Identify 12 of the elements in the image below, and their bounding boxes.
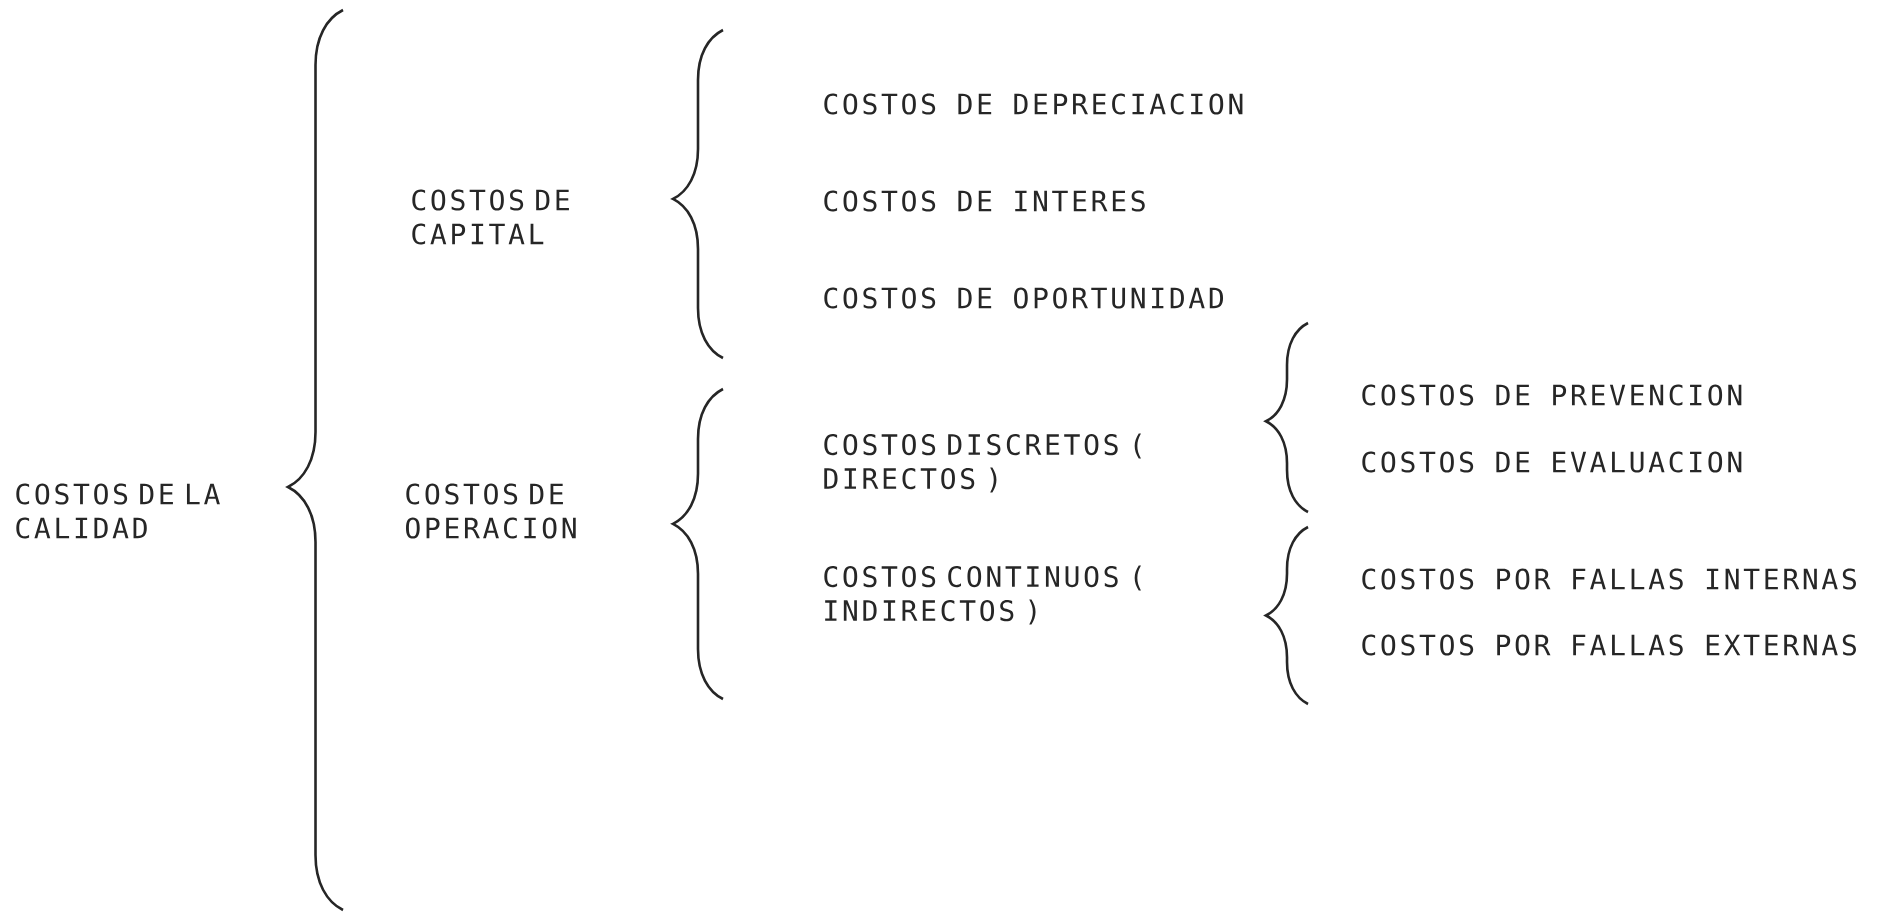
category-label: COSTOS DE OPERACION xyxy=(406,483,576,539)
category-label: COSTOS DE CAPITAL xyxy=(412,189,569,245)
category-label: COSTOS POR FALLAS EXTERNAS xyxy=(1362,634,1856,656)
category-label: COSTOS DE INTERES xyxy=(824,190,1145,212)
category-label: COSTOS CONTINUOS ( INDIRECTOS ) xyxy=(824,565,1141,625)
category-label: COSTOS DE EVALUACION xyxy=(1362,451,1742,473)
category-label: COSTOS DE DEPRECIACION xyxy=(824,93,1243,115)
category-label: COSTOS DE OPORTUNIDAD xyxy=(824,287,1224,309)
category-label: COSTOS DE PREVENCION xyxy=(1362,384,1742,406)
category-label: COSTOS DISCRETOS ( DIRECTOS ) xyxy=(824,433,1141,493)
category-label: COSTOS DE LA CALIDAD xyxy=(16,483,220,539)
category-label: COSTOS POR FALLAS INTERNAS xyxy=(1362,568,1856,590)
